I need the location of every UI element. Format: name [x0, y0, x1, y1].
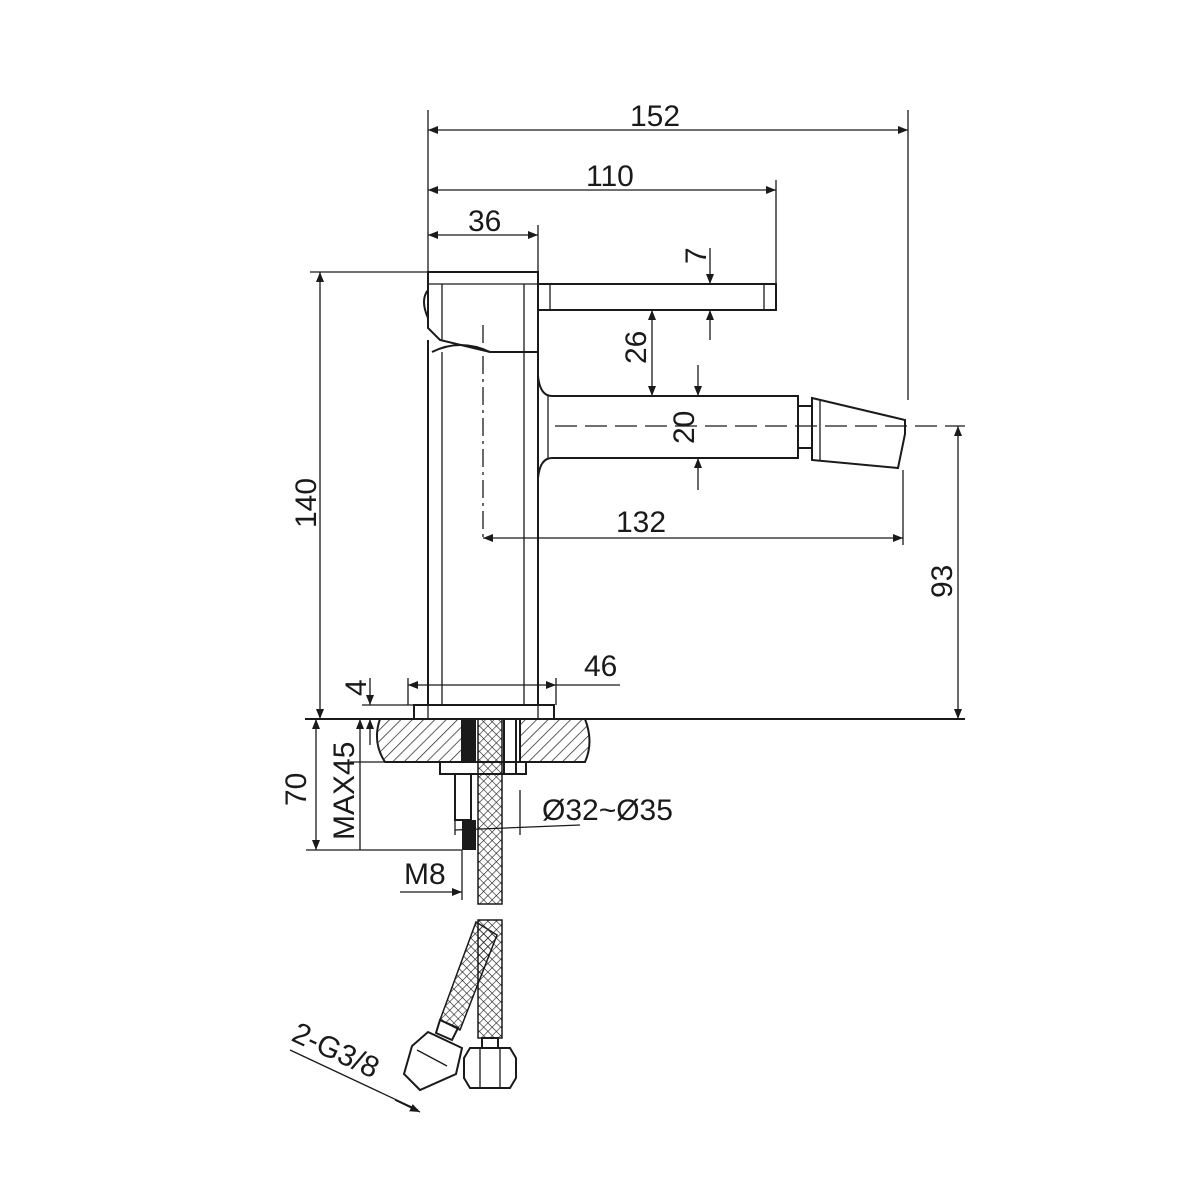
dim-lever-to-spout: 26	[620, 331, 653, 364]
dim-base-thickness: 4	[340, 679, 373, 696]
dim-spout-reach: 132	[616, 506, 666, 539]
dimension-lines	[289, 110, 962, 1113]
dimension-labels: 152 110 36 7 26 20 132 140 93 46 4 MAX45…	[280, 100, 959, 1085]
dim-deck-max: MAX45	[328, 742, 361, 840]
dim-hole-diameter: Ø32~Ø35	[542, 794, 673, 827]
dim-below-deck: 70	[280, 773, 313, 806]
dim-stud-thread: M8	[404, 858, 446, 891]
dim-overall-width: 152	[630, 100, 680, 133]
dim-body-top-width: 36	[468, 205, 501, 238]
dim-lever-reach: 110	[586, 160, 634, 193]
deck-section	[305, 718, 965, 850]
dim-total-height: 140	[290, 478, 323, 528]
dim-spout-diameter: 20	[668, 411, 701, 444]
dim-base-width: 46	[584, 650, 617, 683]
spout	[537, 375, 965, 479]
flexible-hoses	[402, 718, 517, 1092]
dim-lever-thickness: 7	[680, 247, 713, 264]
dim-hose-connection: 2-G3/8	[287, 1016, 384, 1085]
mixer-body	[413, 271, 555, 720]
lever-handle	[537, 283, 777, 311]
dim-spout-height: 93	[926, 565, 959, 598]
